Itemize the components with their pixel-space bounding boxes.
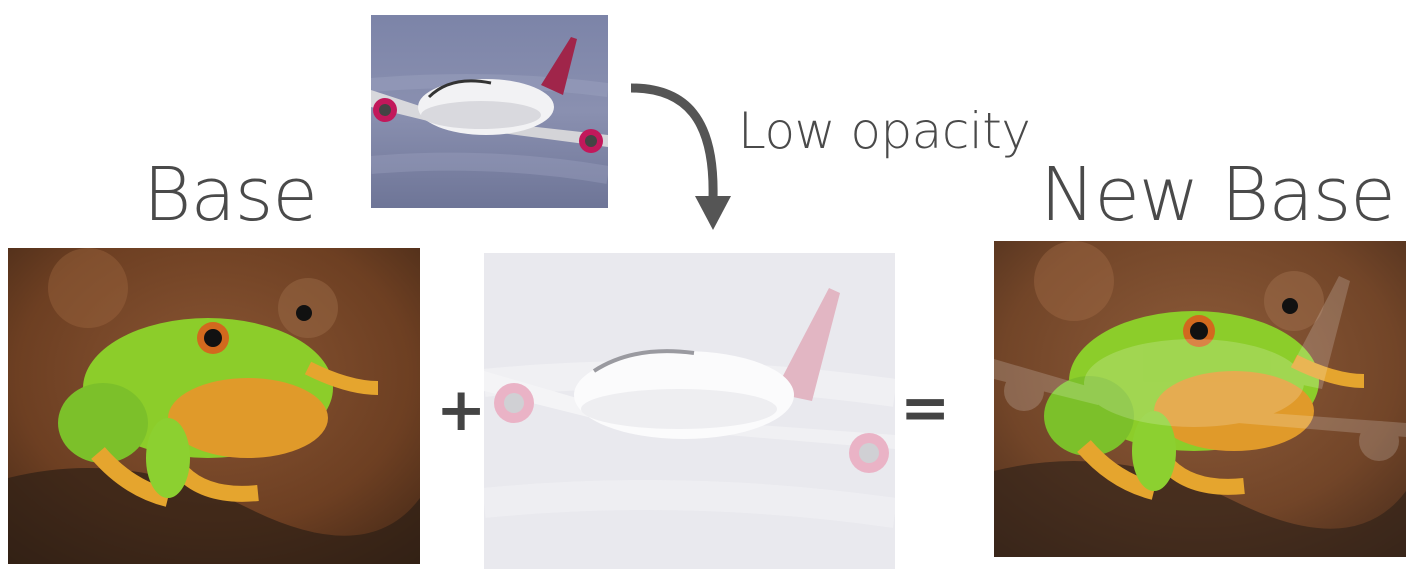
airplane-image bbox=[371, 15, 608, 208]
base-label: Base bbox=[143, 152, 318, 238]
plus-operator: + bbox=[436, 375, 487, 445]
faded-airplane-image bbox=[484, 253, 895, 569]
blended-frog-image bbox=[994, 241, 1406, 557]
low-opacity-label: Low opacity bbox=[738, 102, 1031, 160]
equals-operator: = bbox=[900, 373, 951, 443]
frog-base-image bbox=[8, 248, 420, 564]
new-base-label: New Base bbox=[1040, 152, 1396, 238]
curved-arrow-icon bbox=[625, 78, 745, 238]
